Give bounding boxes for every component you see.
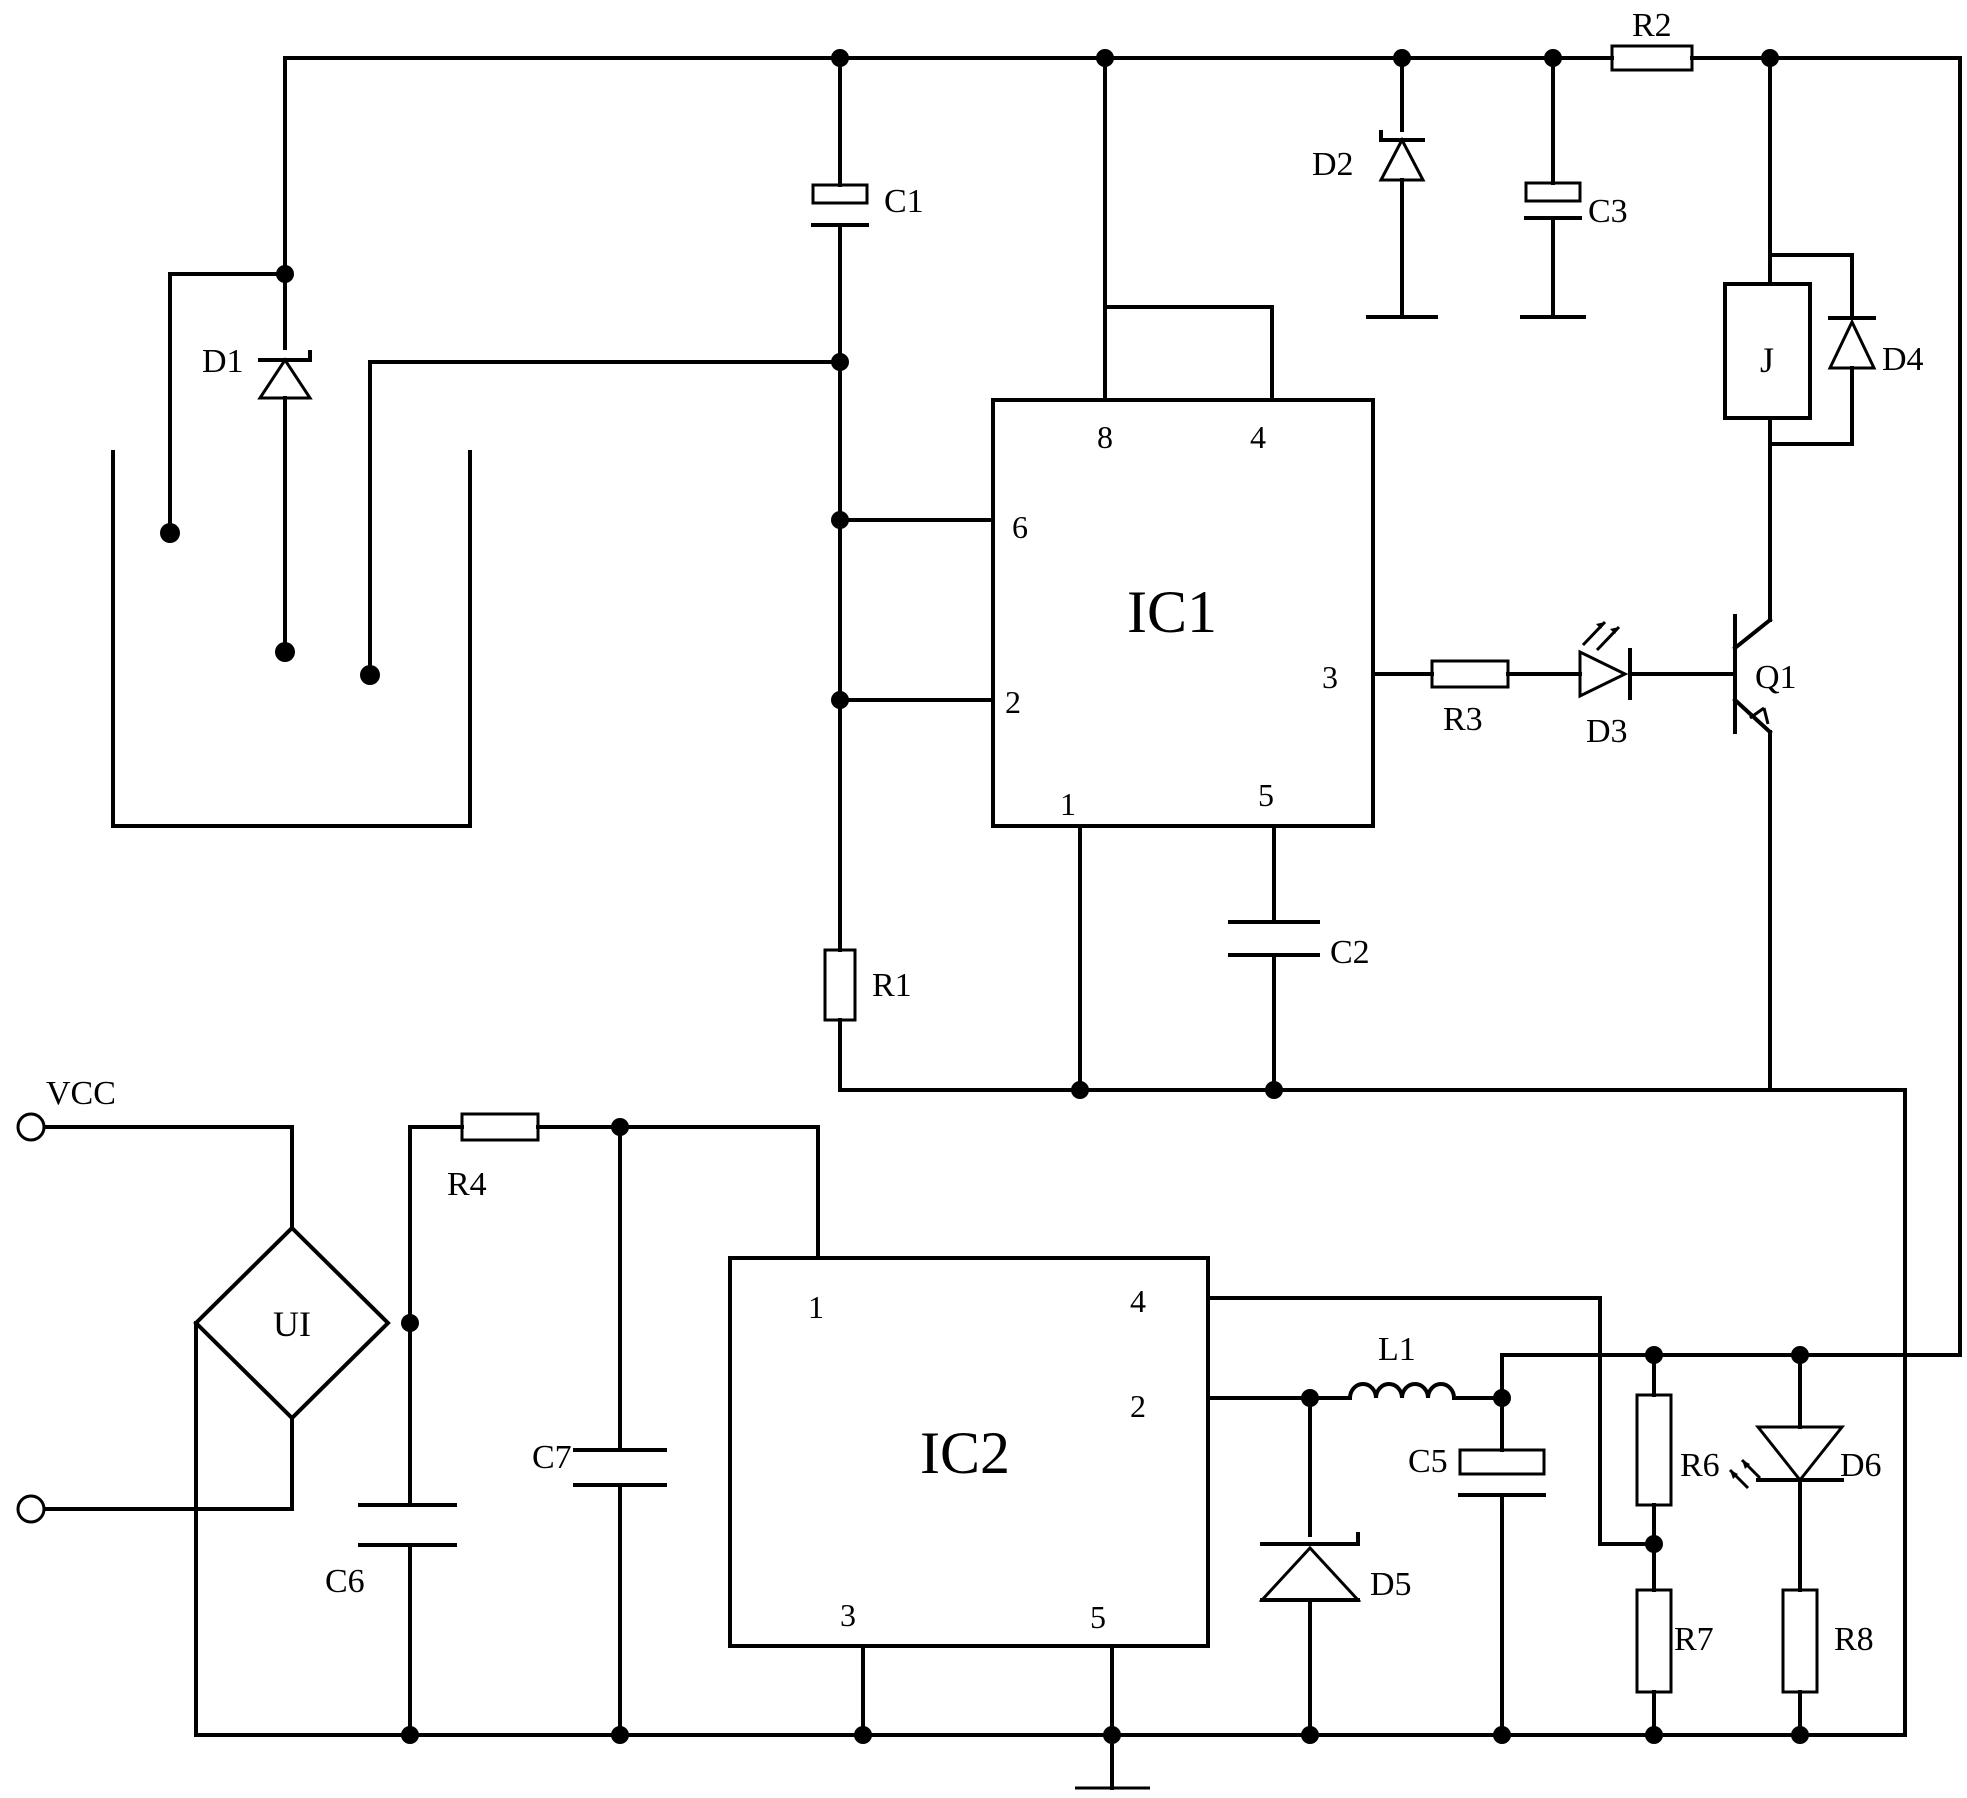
label-r7: R7 <box>1674 1621 1714 1658</box>
label-d1: D1 <box>202 343 244 380</box>
label-c7: C7 <box>532 1439 572 1476</box>
label-r6: R6 <box>1680 1447 1720 1484</box>
ic1-pin-3: 3 <box>1322 659 1338 695</box>
resistor-r8 <box>1781 1588 1819 1694</box>
label-c1: C1 <box>884 183 924 220</box>
ic1-body <box>991 398 1375 828</box>
zener-diode-d1 <box>257 350 313 400</box>
resistor-r1 <box>823 948 857 1022</box>
resistor-r6 <box>1635 1393 1673 1507</box>
vcc-terminal <box>16 1112 46 1142</box>
capacitor-c1 <box>811 183 869 227</box>
ic2-pin-2: 2 <box>1130 1388 1146 1424</box>
zener-diode-d2 <box>1366 130 1438 319</box>
capacitor-c6 <box>358 1503 457 1547</box>
relay-coil-j <box>1723 282 1812 420</box>
zener-diode-d5 <box>1258 1532 1362 1602</box>
relay-label: J <box>1760 340 1774 380</box>
label-r8: R8 <box>1834 1621 1874 1658</box>
label-c3: C3 <box>1588 193 1628 230</box>
label-d3: D3 <box>1586 713 1628 750</box>
wires <box>43 56 1962 1790</box>
diode-d4 <box>1827 316 1877 370</box>
resistor-r2 <box>1610 44 1694 72</box>
label-c5: C5 <box>1408 1443 1448 1480</box>
label-l1: L1 <box>1378 1331 1416 1368</box>
label-d5: D5 <box>1370 1566 1412 1603</box>
led-d6 <box>1728 1425 1846 1490</box>
ic2-pin-4: 4 <box>1130 1283 1146 1319</box>
ic1-pin-5: 5 <box>1258 777 1274 813</box>
ic2-pin-3: 3 <box>840 1597 856 1633</box>
label-d2: D2 <box>1312 146 1354 183</box>
junction-dots <box>160 49 1809 1744</box>
label-r2: R2 <box>1632 7 1672 44</box>
resistor-r4 <box>460 1112 540 1142</box>
bridge-rectifier <box>193 1225 391 1421</box>
ic2-pin-5: 5 <box>1090 1599 1106 1635</box>
label-r4: R4 <box>447 1166 487 1203</box>
label-q1: Q1 <box>1755 659 1797 696</box>
water-tank <box>111 450 472 828</box>
led-d3 <box>1578 620 1632 700</box>
capacitor-c3 <box>1520 181 1586 319</box>
ic1-pin-4: 4 <box>1250 419 1266 455</box>
ic2-body <box>728 1256 1210 1648</box>
input-terminal <box>16 1494 46 1524</box>
label-vcc: VCC <box>46 1075 116 1112</box>
inductor-l1 <box>1347 1382 1457 1401</box>
ic1-pin-6: 6 <box>1012 509 1028 545</box>
ic1-pin-8: 8 <box>1097 419 1113 455</box>
rectifier-label: UI <box>273 1304 311 1344</box>
label-r3: R3 <box>1443 701 1483 738</box>
capacitor-c7 <box>573 1448 667 1487</box>
capacitor-c5 <box>1458 1448 1546 1497</box>
ic1-pin-2: 2 <box>1005 684 1021 720</box>
label-d4: D4 <box>1882 341 1924 378</box>
label-r1: R1 <box>872 967 912 1004</box>
resistor-r7 <box>1635 1588 1673 1694</box>
label-c2: C2 <box>1330 934 1370 971</box>
label-c6: C6 <box>325 1563 365 1600</box>
resistor-r3 <box>1430 659 1510 689</box>
capacitor-c2 <box>1228 920 1320 957</box>
ic2-label: IC2 <box>920 1420 1010 1486</box>
ic1-label: IC1 <box>1127 579 1217 645</box>
ic2-pin-1: 1 <box>808 1289 824 1325</box>
transistor-q1 <box>1732 614 1773 735</box>
label-d6: D6 <box>1840 1447 1882 1484</box>
ic1-pin-1: 1 <box>1060 786 1076 822</box>
